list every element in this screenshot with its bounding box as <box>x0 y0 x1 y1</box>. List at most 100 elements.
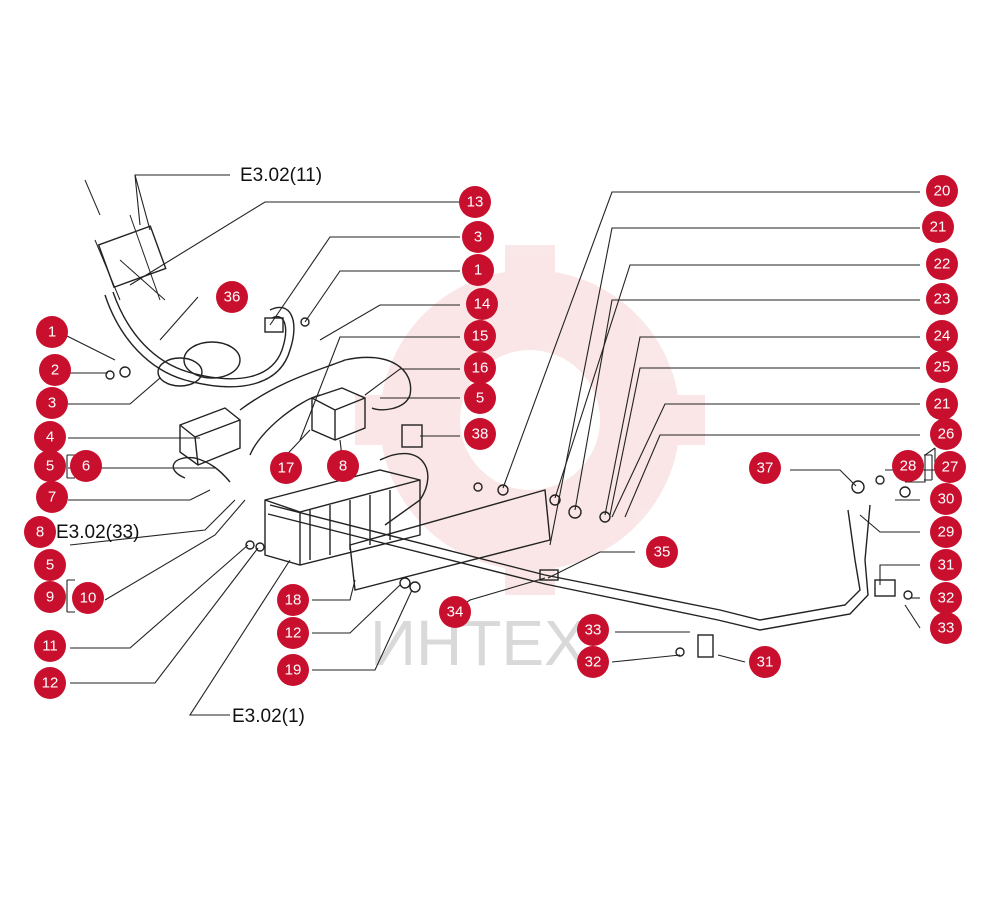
svg-text:10: 10 <box>80 590 97 607</box>
svg-text:5: 5 <box>476 390 484 407</box>
callout-35: 35 <box>646 536 678 568</box>
callout-11: 11 <box>34 630 66 662</box>
callout-33: 33 <box>577 614 609 646</box>
callout-1: 1 <box>462 254 494 286</box>
callout-21: 21 <box>926 388 958 420</box>
callout-31: 31 <box>930 549 962 581</box>
callout-15: 15 <box>464 320 496 352</box>
svg-text:7: 7 <box>48 489 56 506</box>
svg-text:23: 23 <box>934 291 951 308</box>
svg-text:16: 16 <box>472 360 489 377</box>
svg-text:18: 18 <box>285 592 302 609</box>
callout-14: 14 <box>466 288 498 320</box>
callout-2: 2 <box>39 354 71 386</box>
svg-text:36: 36 <box>224 289 241 306</box>
callout-32: 32 <box>930 582 962 614</box>
callout-22: 22 <box>926 248 958 280</box>
svg-text:30: 30 <box>938 491 955 508</box>
reference-label-bottom: E3.02(1) <box>232 706 305 727</box>
callouts: 1 2 3 4 5 6 7 8 5 9 10 11 12 13 3 1 14 1… <box>24 175 966 699</box>
callout-23: 23 <box>926 283 958 315</box>
svg-text:22: 22 <box>934 256 951 273</box>
svg-text:8: 8 <box>339 458 347 475</box>
callout-6: 6 <box>70 450 102 482</box>
svg-text:3: 3 <box>474 229 482 246</box>
callout-19: 19 <box>277 654 309 686</box>
svg-text:34: 34 <box>447 604 464 621</box>
callout-36: 36 <box>216 281 248 313</box>
callout-33: 33 <box>930 612 962 644</box>
svg-text:38: 38 <box>472 426 489 443</box>
callout-4: 4 <box>34 421 66 453</box>
callout-3: 3 <box>36 387 68 419</box>
callout-9: 9 <box>34 581 66 613</box>
callout-27: 27 <box>934 451 966 483</box>
svg-text:26: 26 <box>938 426 955 443</box>
svg-text:28: 28 <box>900 458 917 475</box>
callout-12: 12 <box>34 667 66 699</box>
callout-17: 17 <box>270 452 302 484</box>
callout-28: 28 <box>892 450 924 482</box>
callout-25: 25 <box>926 351 958 383</box>
svg-text:29: 29 <box>938 524 955 541</box>
reference-label-left: E3.02(33) <box>56 522 139 543</box>
svg-text:19: 19 <box>285 662 302 679</box>
svg-text:32: 32 <box>585 654 602 671</box>
callout-26: 26 <box>930 418 962 450</box>
callout-34: 34 <box>439 596 471 628</box>
callout-31: 31 <box>749 646 781 678</box>
svg-text:12: 12 <box>285 625 302 642</box>
svg-text:20: 20 <box>934 183 951 200</box>
svg-text:27: 27 <box>942 459 959 476</box>
gear-logo-watermark <box>355 245 705 595</box>
callout-8: 8 <box>327 450 359 482</box>
svg-text:15: 15 <box>472 328 489 345</box>
callout-5: 5 <box>34 549 66 581</box>
callout-30: 30 <box>930 483 962 515</box>
callout-16: 16 <box>464 352 496 384</box>
svg-text:12: 12 <box>42 675 59 692</box>
svg-text:33: 33 <box>585 622 602 639</box>
svg-text:35: 35 <box>654 544 671 561</box>
svg-text:8: 8 <box>36 524 44 541</box>
svg-text:6: 6 <box>82 458 90 475</box>
svg-text:4: 4 <box>46 429 54 446</box>
callout-13: 13 <box>459 186 491 218</box>
svg-text:13: 13 <box>467 194 484 211</box>
callout-21: 21 <box>922 211 954 243</box>
callout-32: 32 <box>577 646 609 678</box>
callout-38: 38 <box>464 418 496 450</box>
callout-18: 18 <box>277 584 309 616</box>
svg-text:33: 33 <box>938 620 955 637</box>
callout-8: 8 <box>24 516 56 548</box>
watermark: ИНТЕХ <box>355 245 705 679</box>
svg-text:1: 1 <box>48 324 56 341</box>
svg-text:25: 25 <box>934 359 951 376</box>
callout-7: 7 <box>36 481 68 513</box>
svg-text:37: 37 <box>757 460 774 477</box>
svg-text:1: 1 <box>474 262 482 279</box>
svg-text:3: 3 <box>48 395 56 412</box>
parts-drawing <box>84 179 913 658</box>
svg-text:31: 31 <box>938 557 955 574</box>
svg-text:21: 21 <box>930 219 947 236</box>
callout-37: 37 <box>749 452 781 484</box>
svg-text:11: 11 <box>42 638 58 655</box>
svg-text:32: 32 <box>938 590 955 607</box>
svg-text:14: 14 <box>474 296 491 313</box>
reference-label-top: E3.02(11) <box>240 165 322 186</box>
callout-24: 24 <box>926 320 958 352</box>
callout-20: 20 <box>926 175 958 207</box>
svg-text:17: 17 <box>278 460 295 477</box>
callout-3: 3 <box>462 221 494 253</box>
callout-5: 5 <box>464 382 496 414</box>
svg-text:31: 31 <box>757 654 774 671</box>
svg-text:24: 24 <box>934 328 951 345</box>
svg-text:21: 21 <box>934 396 951 413</box>
watermark-text: ИНТЕХ <box>370 607 587 679</box>
callout-29: 29 <box>930 516 962 548</box>
callout-10: 10 <box>72 582 104 614</box>
callout-5: 5 <box>34 450 66 482</box>
svg-text:5: 5 <box>46 458 54 475</box>
